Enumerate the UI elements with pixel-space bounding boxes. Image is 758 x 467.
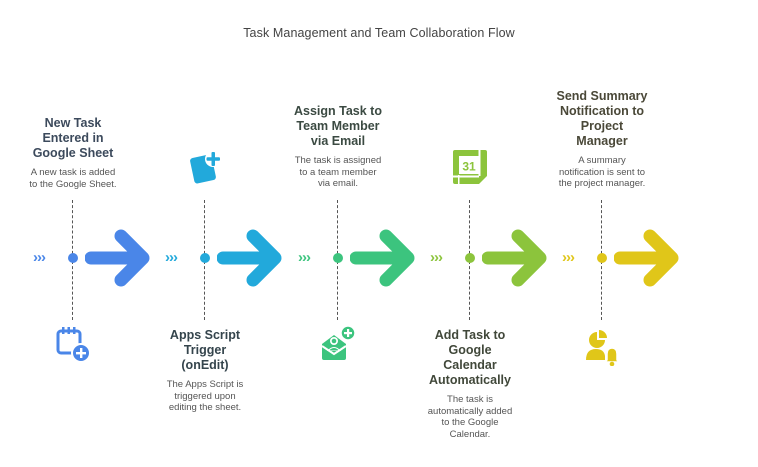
step-title-line: Add Task to [434,328,506,342]
step-node [200,253,210,263]
step-title-line: Apps Script [169,328,241,342]
step-title-line: Calendar [443,358,497,372]
step-title-line: Google [448,343,492,357]
chevrons-icon: ››› [165,249,178,266]
step-description-line: A summary [578,155,626,166]
step-title-line: Manager [576,134,628,148]
step-description-line: to the Google Sheet. [29,178,117,190]
step-description-line: to the Google [441,417,499,428]
arrow-right-icon [349,229,416,287]
diagram-title: Task Management and Team Collaboration F… [243,26,515,40]
step-node [333,253,343,263]
step-title-line: New Task [44,116,102,130]
arrow-right-icon [613,229,680,287]
arrow-right-icon [481,229,548,287]
step-title-line: Send Summary [556,89,648,103]
chevrons-icon: ››› [430,249,443,266]
svg-text:31: 31 [462,160,476,174]
step-description-line: automatically added [427,405,513,417]
google-calendar-icon: 31 [448,145,492,189]
step-title-line: (onEdit) [181,358,229,372]
step-description-line: A new task is added [30,167,116,178]
chevrons-icon: ››› [562,249,575,266]
step-title-line: Assign Task to [294,104,382,118]
step-node [68,253,78,263]
step-description-line: editing the sheet. [168,402,242,413]
user-report-bell-icon [580,322,624,367]
step-title-line: via Email [310,134,366,148]
step-node [597,253,607,263]
step-description-line: via email. [317,178,359,189]
calendar-add-icon [51,322,95,366]
step-title-line: Automatically [429,373,511,387]
step-title-line: Google Sheet [32,146,114,160]
step-description-line: Calendar. [449,428,491,440]
step-title-line: Entered in [42,131,104,145]
step-description-line: triggered upon [174,390,236,402]
chevrons-icon: ››› [298,249,311,266]
step-title-line: Trigger [183,343,227,357]
step-description-line: to a team member [299,166,377,178]
email-user-add-icon [316,322,360,366]
step-description-line: notification is sent to [558,166,646,178]
arrow-right-icon [216,229,283,287]
document-add-icon [183,145,227,189]
step-title-line: Project [580,119,624,133]
step-title-line: Notification to [559,104,644,118]
step-node [465,253,475,263]
step-description-line: The Apps Script is [166,379,244,390]
chevrons-icon: ››› [33,249,46,266]
step-description-line: the project manager. [558,178,646,189]
step-description-line: The task is [447,394,493,405]
arrow-right-icon [84,229,151,287]
step-description-line: The task is assigned [294,155,382,166]
step-title-line: Team Member [296,119,380,133]
